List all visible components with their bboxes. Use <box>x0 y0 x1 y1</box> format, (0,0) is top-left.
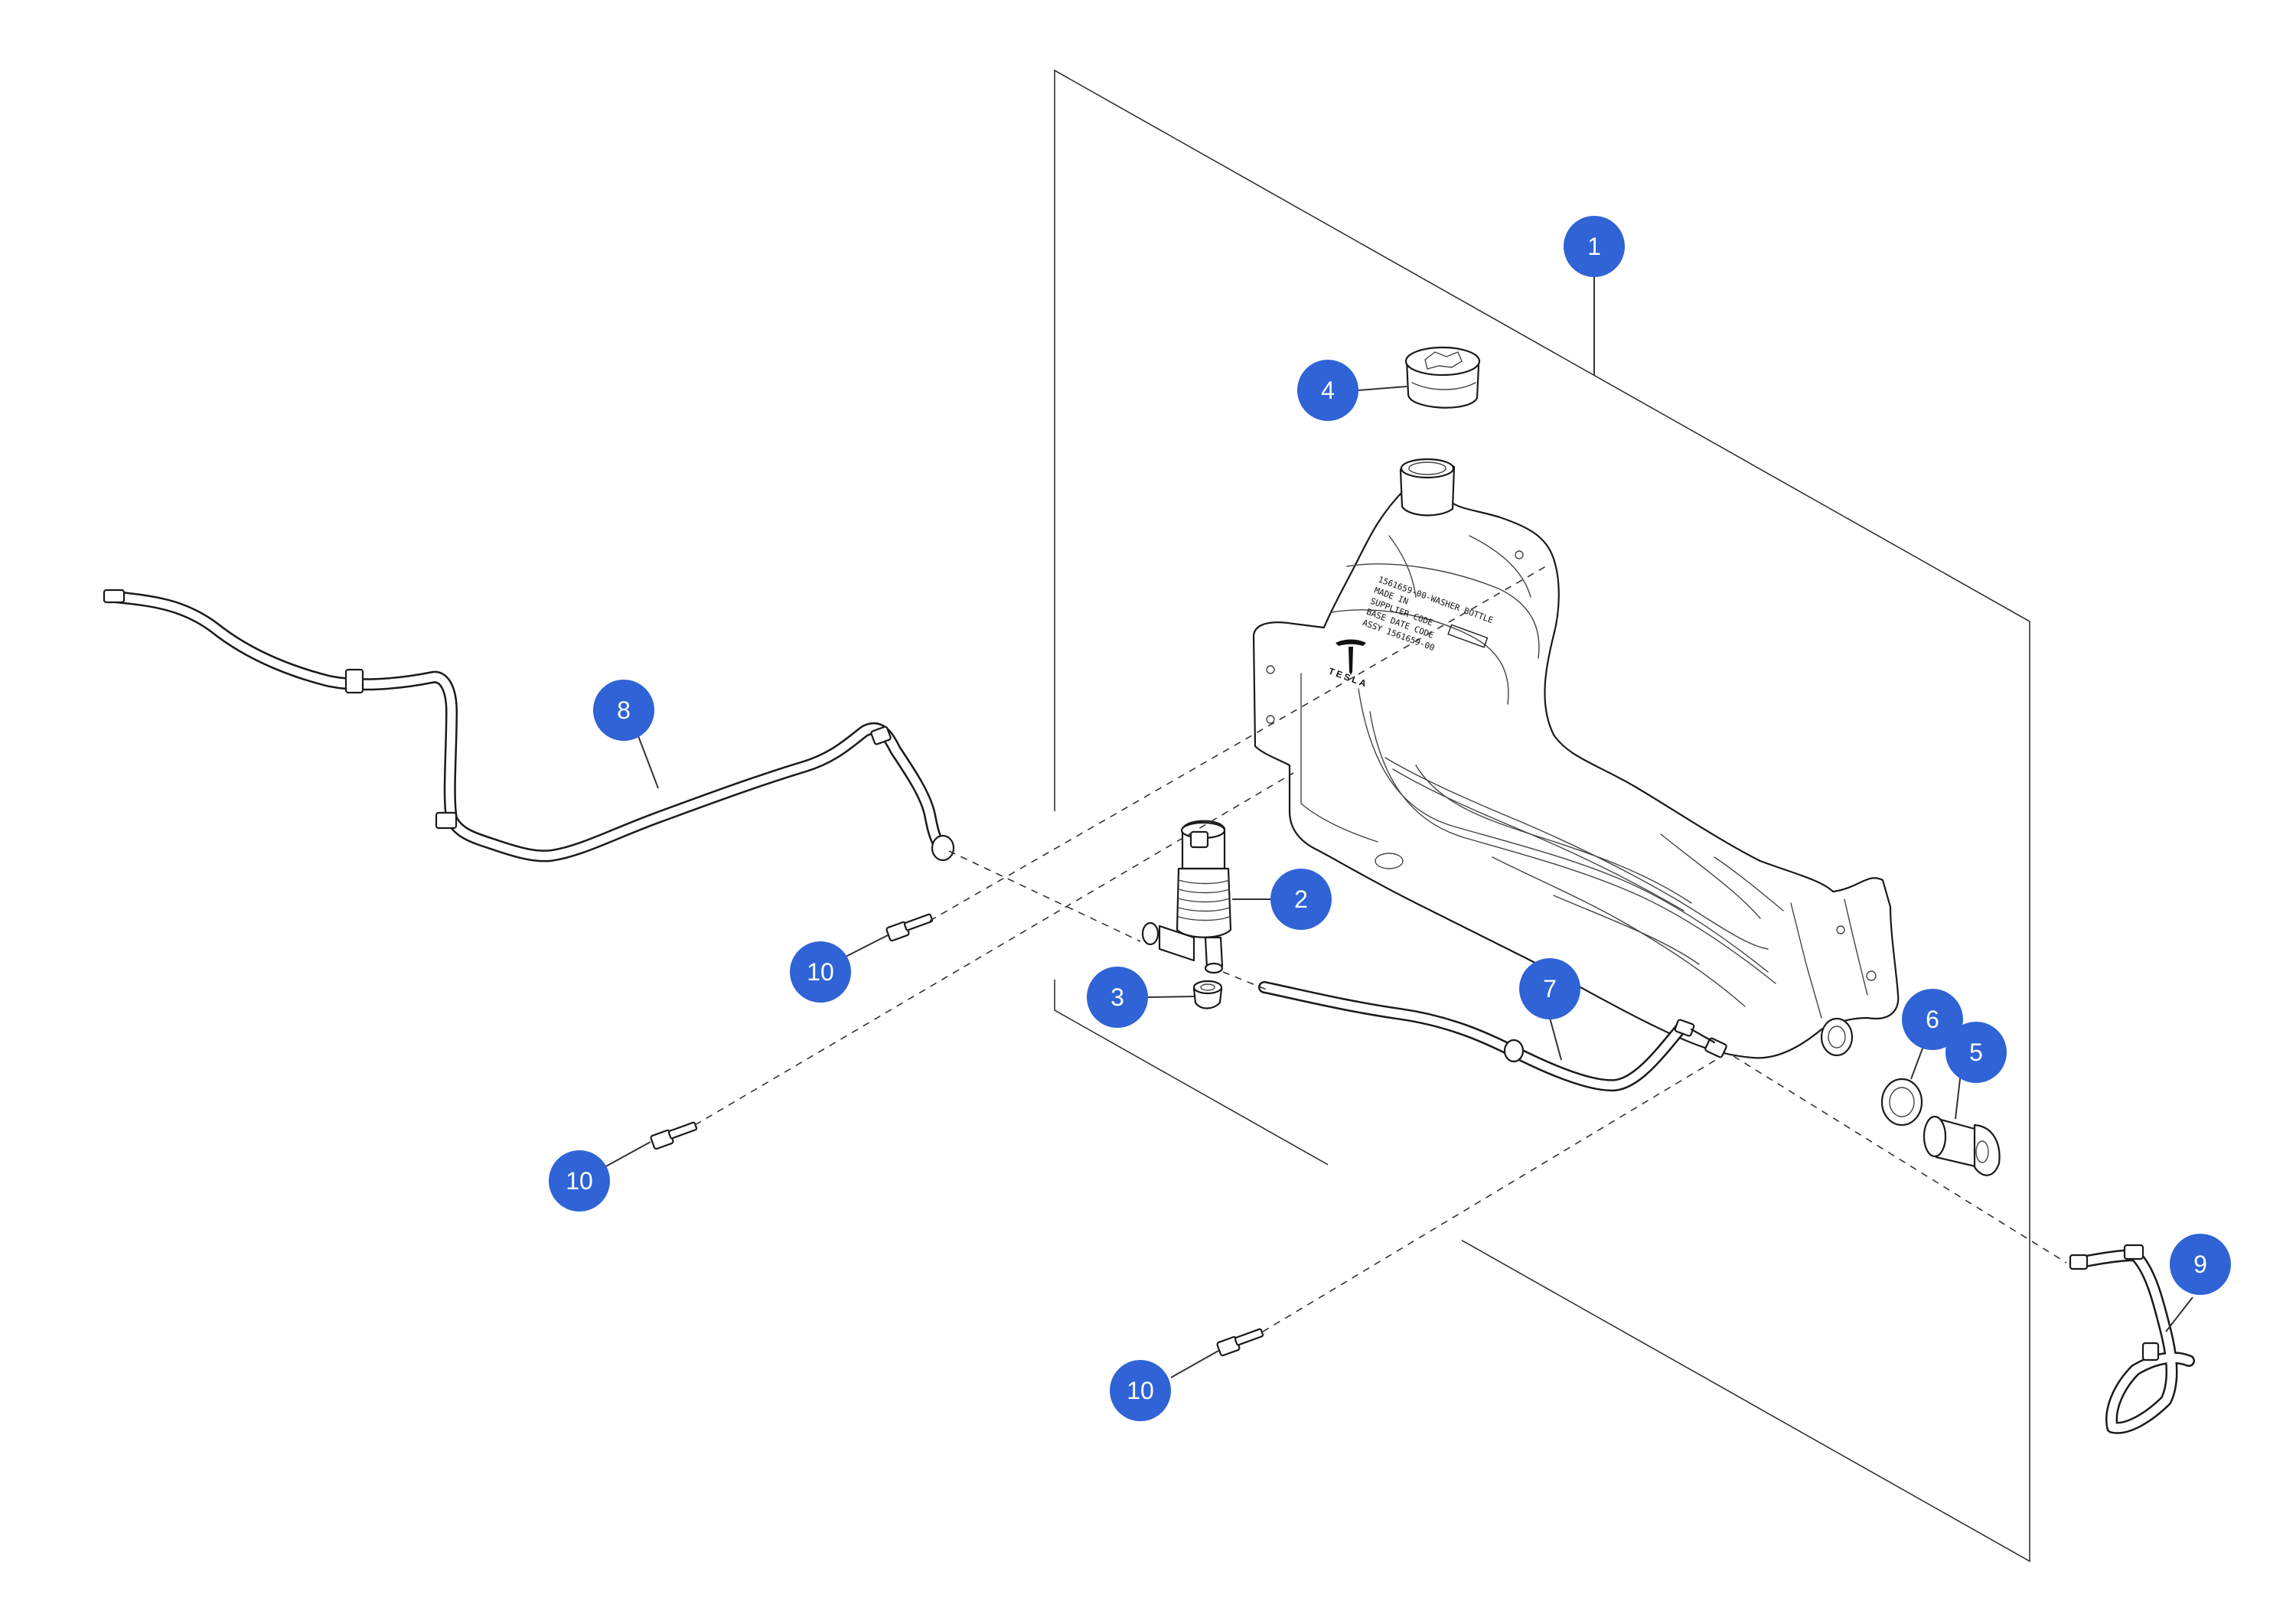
filler-cap[interactable] <box>1404 346 1481 409</box>
callout-6[interactable]: 6 <box>1902 989 1963 1050</box>
callout-10c[interactable]: 10 <box>1110 1360 1171 1421</box>
bolt-10-upper[interactable] <box>885 913 934 942</box>
reference-plane-frame <box>1054 69 2030 1563</box>
assembly-line <box>929 566 1547 921</box>
washer-hose-9[interactable] <box>2069 1244 2195 1434</box>
frame-gap <box>1041 811 1068 980</box>
callout-6-label: 6 <box>1926 1006 1939 1033</box>
callout-10a[interactable]: 10 <box>790 941 851 1003</box>
pump-grommet[interactable] <box>1192 980 1223 1009</box>
leader-line <box>1358 386 1407 391</box>
tesla-logo-icon <box>1336 639 1366 675</box>
washer-hose-8[interactable] <box>103 589 955 863</box>
bolt-10-lower-center[interactable] <box>1216 1328 1264 1357</box>
callout-5-label: 5 <box>1969 1039 1983 1066</box>
leader-line <box>845 934 889 957</box>
leader-line <box>604 1141 651 1168</box>
assembly-line <box>694 772 1294 1126</box>
callout-10a-label: 10 <box>807 958 834 986</box>
frame-gap <box>1328 1163 1462 1259</box>
callout-7[interactable]: 7 <box>1519 958 1580 1019</box>
callout-8[interactable]: 8 <box>593 680 654 741</box>
seal-ring[interactable] <box>1880 1078 1923 1127</box>
washer-bottle[interactable]: 1561659-00-WASHER BOTTLE MADE IN SUPPLIE… <box>1252 458 1900 1059</box>
callout-9-label: 9 <box>2193 1251 2207 1278</box>
callout-2[interactable]: 2 <box>1270 869 1332 930</box>
level-sensor[interactable] <box>1923 1115 2001 1176</box>
callout-2-label: 2 <box>1294 885 1308 913</box>
assembly-line <box>1222 971 1271 992</box>
leader-line <box>2165 1296 2193 1332</box>
callout-9[interactable]: 9 <box>2170 1234 2231 1295</box>
leader-line <box>1147 996 1195 998</box>
assembly-line <box>1262 1055 1723 1332</box>
callout-10b[interactable]: 10 <box>549 1150 610 1211</box>
callout-10b-label: 10 <box>566 1167 593 1195</box>
callout-1[interactable]: 1 <box>1564 216 1625 277</box>
callout-3-label: 3 <box>1110 983 1124 1011</box>
leader-line <box>1549 1017 1562 1061</box>
bolt-10-lower-left[interactable] <box>650 1121 698 1150</box>
callout-4-label: 4 <box>1321 377 1335 404</box>
callout-5[interactable]: 5 <box>1945 1022 2007 1083</box>
callout-10c-label: 10 <box>1127 1377 1154 1404</box>
callout-1-label: 1 <box>1587 233 1601 260</box>
leader-line <box>1170 1350 1219 1378</box>
washer-pump[interactable] <box>1141 820 1232 974</box>
callout-4[interactable]: 4 <box>1297 360 1358 421</box>
assembly-line <box>948 850 1141 942</box>
callout-7-label: 7 <box>1543 975 1557 1003</box>
assembly-line <box>1733 1055 2067 1264</box>
callout-8-label: 8 <box>617 696 631 724</box>
washer-hose-7[interactable] <box>1258 981 1727 1092</box>
callout-3[interactable]: 3 <box>1087 967 1148 1028</box>
